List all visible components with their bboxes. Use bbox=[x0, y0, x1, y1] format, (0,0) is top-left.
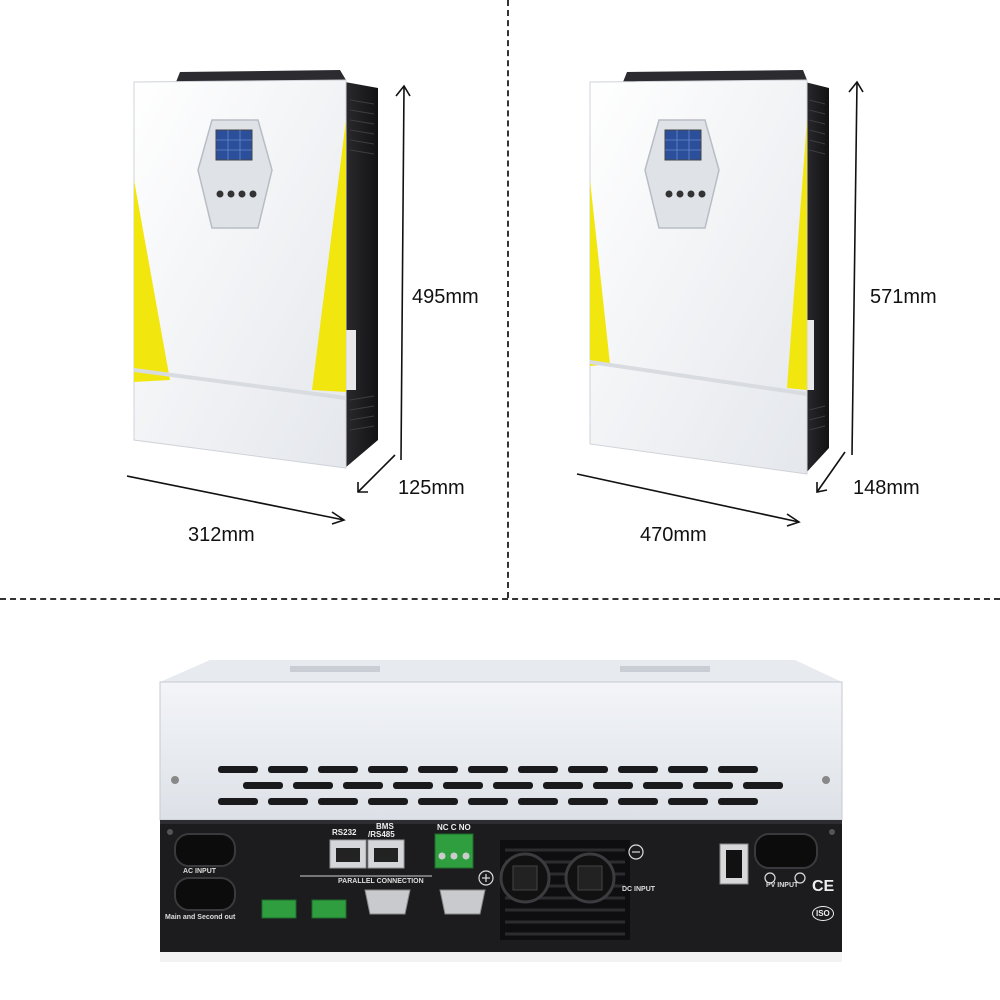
large-depth-label: 148mm bbox=[853, 477, 920, 499]
small-height-label: 495mm bbox=[412, 286, 479, 308]
vertical-divider bbox=[507, 0, 509, 598]
iso-mark: ISO bbox=[812, 906, 834, 921]
small-inverter-illustration bbox=[126, 70, 411, 525]
horizontal-divider bbox=[0, 598, 1000, 600]
ac-input-label: AC INPUT bbox=[183, 868, 217, 875]
ce-mark: CE bbox=[812, 878, 835, 895]
large-inverter-illustration bbox=[576, 70, 864, 527]
rs485-label: /RS485 bbox=[368, 830, 395, 839]
large-width-label: 470mm bbox=[640, 524, 707, 546]
main-second-out-label: Main and Second out bbox=[165, 914, 236, 921]
bms-label: BMS bbox=[376, 822, 394, 831]
pv-input-label: PV INPUT bbox=[766, 882, 799, 889]
small-depth-label: 125mm bbox=[398, 477, 465, 499]
dc-input-label: DC INPUT bbox=[622, 886, 656, 893]
large-height-label: 571mm bbox=[870, 286, 937, 308]
nc-c-no-label: NC C NO bbox=[437, 823, 471, 832]
inverter-bottom-view bbox=[159, 660, 843, 962]
parallel-connection-label: PARALLEL CONNECTION bbox=[338, 878, 424, 885]
small-width-label: 312mm bbox=[188, 524, 255, 546]
rs232-label: RS232 bbox=[332, 828, 357, 837]
